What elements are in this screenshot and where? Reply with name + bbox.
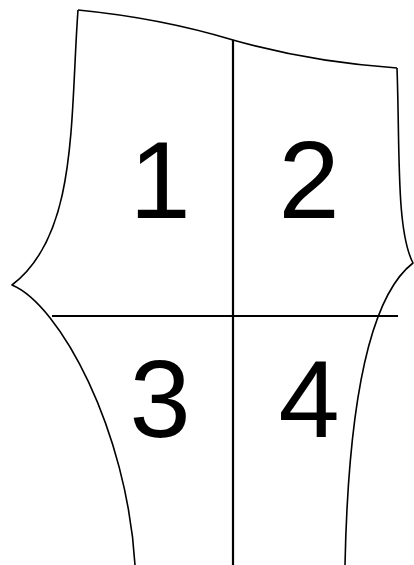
left-side-edge xyxy=(12,10,135,565)
crotch-line xyxy=(52,315,398,317)
waist-edge xyxy=(78,10,397,68)
center-line xyxy=(232,40,234,565)
callout-number: 4 xyxy=(278,344,339,454)
callout-number: 2 xyxy=(278,125,339,235)
callout-number: 3 xyxy=(129,344,190,454)
callout-number: 1 xyxy=(129,125,190,235)
